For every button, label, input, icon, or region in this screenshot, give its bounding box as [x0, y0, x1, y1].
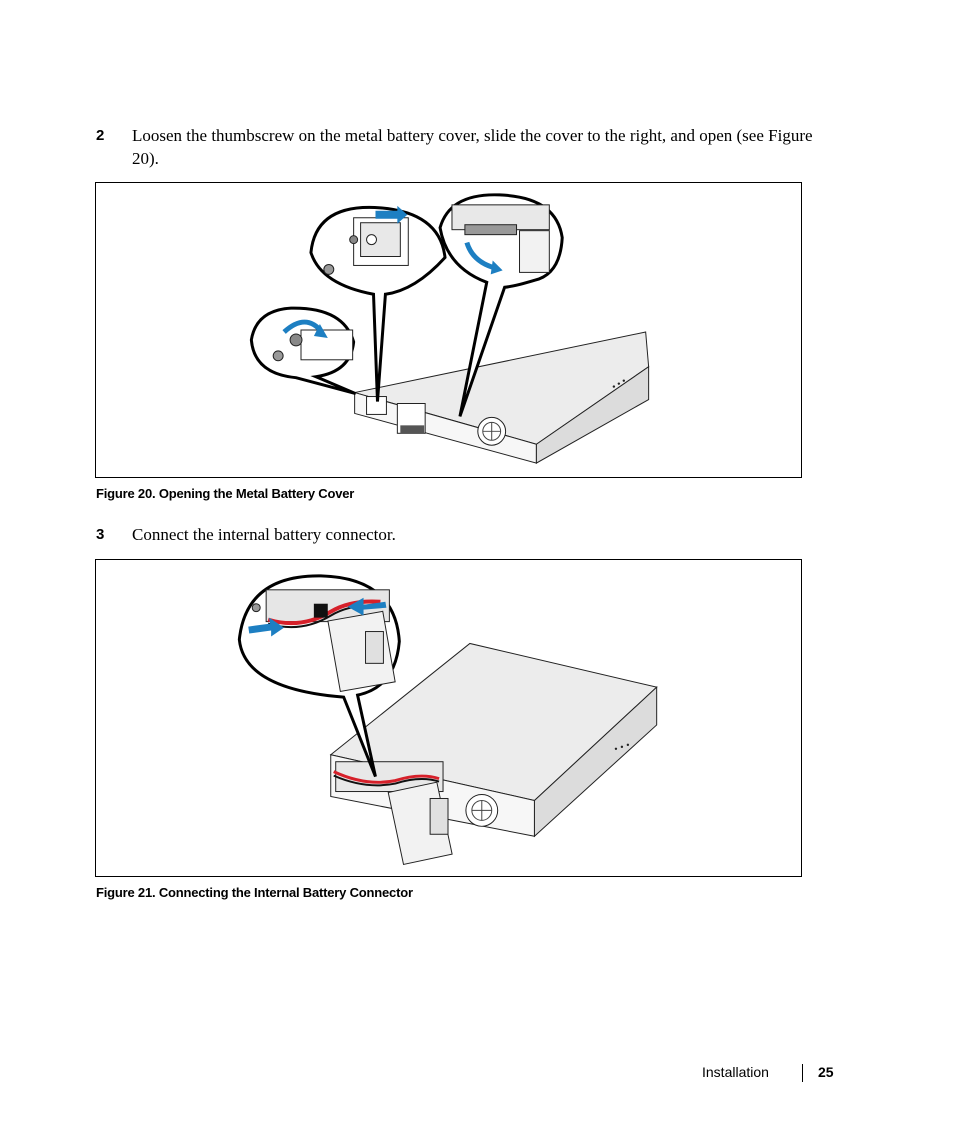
- step-number: 2: [96, 127, 105, 144]
- page-number: 25: [818, 1064, 834, 1080]
- figure-21-caption: Figure 21. Connecting the Internal Batte…: [96, 885, 413, 900]
- battery-connector-diagram: [237, 574, 658, 866]
- figure-21-illustration: [95, 559, 802, 877]
- figure-20-illustration: [95, 182, 802, 478]
- footer-divider: [802, 1064, 803, 1082]
- step-text: Loosen the thumbscrew on the metal batte…: [132, 126, 813, 168]
- figure-20-caption: Figure 20. Opening the Metal Battery Cov…: [96, 486, 355, 501]
- step-text: Connect the internal battery connector.: [132, 525, 396, 544]
- step-number: 3: [96, 526, 105, 543]
- footer-section: Installation: [702, 1064, 769, 1080]
- battery-cover-diagram: [249, 193, 650, 464]
